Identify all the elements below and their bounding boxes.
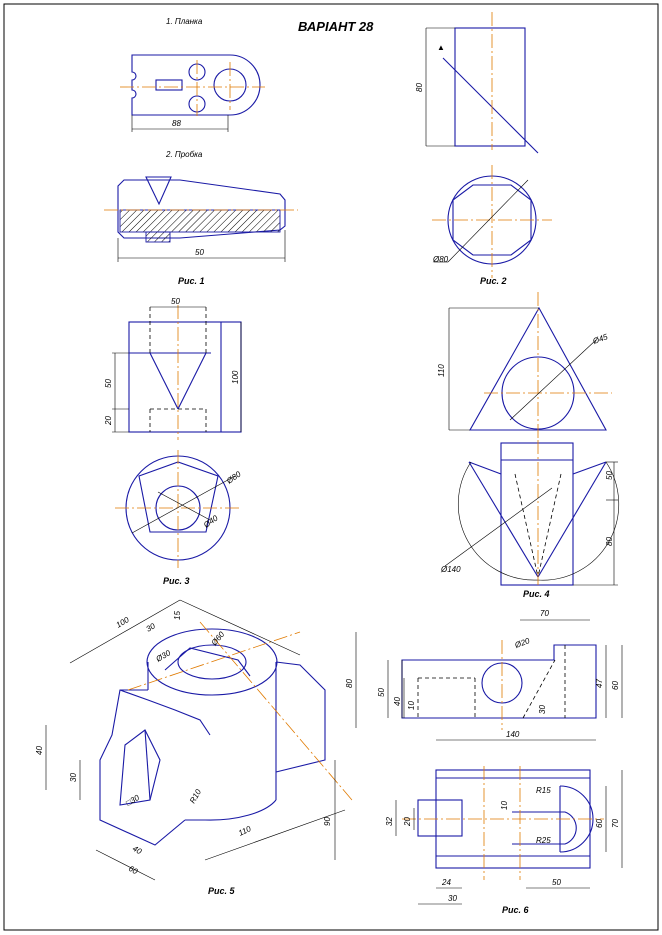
fig6-dim-70b: 70 [611, 819, 620, 828]
fig5-dim-phi30: Ø30 [154, 648, 173, 664]
fig1-part1-label: 1. Планка [166, 17, 203, 26]
fig3-caption: Рис. 3 [163, 576, 190, 586]
fig5-dim-R10: R10 [188, 787, 203, 805]
fig6-dim-10: 10 [407, 701, 416, 710]
fig6-dim-50: 50 [377, 688, 386, 697]
fig5-group: 100 30 15 Ø60 Ø30 80 40 30 □30 R10 40 60… [35, 599, 357, 896]
fig5-dim-100: 100 [115, 615, 132, 630]
fig5-dim-80: 80 [345, 679, 354, 688]
fig2-dim-phi: Ø80 [432, 255, 449, 264]
fig6-dim-60b: 60 [595, 819, 604, 828]
fig1-caption: Рис. 1 [178, 276, 205, 286]
planka-view: 88 [120, 54, 265, 132]
fig6-dim-20: 20 [403, 817, 412, 827]
fig6-dim-40: 40 [393, 697, 402, 706]
fig6-dim-phi20: Ø20 [513, 636, 532, 650]
sheet-frame [3, 3, 659, 931]
fig6-dim-30b: 30 [448, 894, 457, 903]
fig5-dim-30: 30 [145, 621, 158, 634]
fig4-dim-phi-bottom: Ø140 [440, 565, 461, 574]
fig2-cut-mark: ▲ [437, 43, 445, 52]
fig6-dim-R25: R25 [536, 836, 551, 845]
fig3-dim-100: 100 [231, 370, 240, 384]
fig6-dim-60: 60 [611, 681, 620, 690]
fig6-dim-10b: 10 [500, 801, 509, 810]
fig6-caption: Рис. 6 [502, 905, 530, 915]
fig5-dim-30-side: 30 [69, 773, 78, 782]
fig3-group: 50 50 20 100 Ø80 Ø40 Рис. 3 [104, 297, 243, 586]
fig6-dim-24: 24 [441, 878, 451, 887]
fig5-dim-110: 110 [237, 824, 253, 838]
fig3-dim-50-left: 50 [104, 379, 113, 388]
fig3-dim-50-top: 50 [171, 297, 180, 306]
fig5-dim-40: 40 [35, 746, 44, 755]
fig5-dim-sq30: □30 [125, 793, 142, 808]
fig5-caption: Рис. 5 [208, 886, 236, 896]
probka-view: 50 [104, 176, 298, 262]
fig6-dim-50b: 50 [552, 878, 561, 887]
fig3-dim-phi2: Ø40 [201, 513, 220, 530]
fig6-dim-70: 70 [540, 609, 549, 618]
fig2-group: 80 ▲ Ø80 Рис. 2 [415, 12, 552, 286]
fig4-dim-110: 110 [437, 364, 446, 377]
variant-title: ВАРІАНТ 28 [298, 19, 374, 34]
fig3-dim-20: 20 [104, 416, 113, 426]
fig6-dim-47: 47 [595, 679, 604, 688]
fig1-dim-50: 50 [195, 248, 204, 257]
fig4-group: Ø45 110 Ø140 50 80 Рис. 4 [437, 292, 620, 599]
fig2-caption: Рис. 2 [480, 276, 507, 286]
fig5-dim-60: 60 [127, 864, 140, 877]
fig2-dim-80: 80 [415, 83, 424, 92]
fig5-dim-90: 90 [323, 817, 332, 826]
fig4-dim-phi-top: Ø45 [591, 332, 610, 346]
fig3-dim-phi1: Ø80 [224, 469, 243, 486]
fig6-dim-R15: R15 [536, 786, 551, 795]
fig5-dim-40-bottom: 40 [131, 844, 144, 857]
fig6-dim-140: 140 [506, 730, 520, 739]
fig1-dim-88: 88 [172, 119, 181, 128]
fig1-part2-label: 2. Пробка [165, 150, 203, 159]
fig1-group: 1. Планка 88 2. Пробка 50 [104, 17, 298, 286]
fig5-dim-15: 15 [173, 611, 182, 620]
fig4-dim-80: 80 [605, 537, 614, 546]
fig6-group: 70 Ø20 50 40 10 30 47 60 140 32 20 10 R1… [377, 609, 623, 915]
fig4-dim-50: 50 [605, 471, 614, 480]
fig4-caption: Рис. 4 [523, 589, 550, 599]
fig6-dim-30: 30 [538, 705, 547, 714]
fig6-dim-32: 32 [385, 817, 394, 826]
